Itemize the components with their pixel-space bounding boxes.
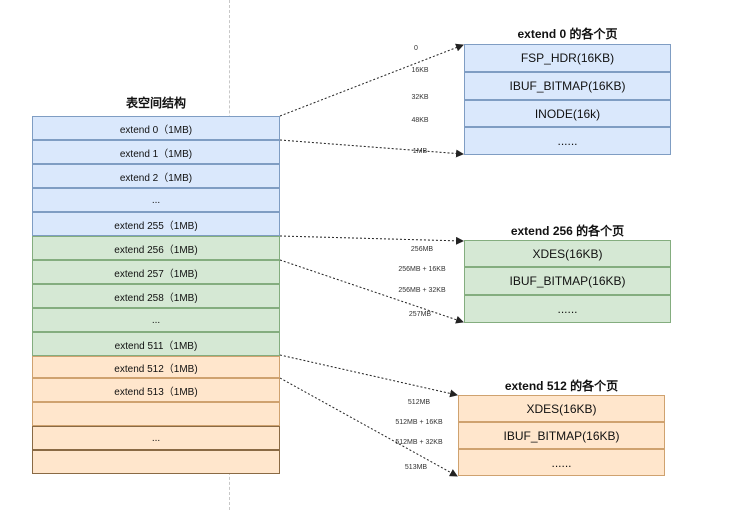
arrow-extent0-start <box>279 43 464 117</box>
page-block: FSP_HDR(16KB) <box>464 44 671 72</box>
offset-label: 513MB <box>404 464 428 471</box>
extent-row: extend 513（1MB) <box>32 378 280 402</box>
offset-label: 16KB <box>411 67 429 74</box>
extent-row: extend 258（1MB) <box>32 284 280 308</box>
extent-row <box>32 450 280 474</box>
page-block: IBUF_BITMAP(16KB) <box>464 267 671 295</box>
offset-label: 48KB <box>411 117 429 124</box>
group-title-extent-512: extend 512 的各个页 <box>504 379 619 393</box>
offset-label: 512MB <box>407 399 431 406</box>
extent-row: ... <box>32 426 280 450</box>
group-title-extent-256: extend 256 的各个页 <box>510 224 625 238</box>
offset-label: 256MB + 32KB <box>398 287 446 294</box>
extent-row: extend 2（1MB) <box>32 164 280 188</box>
offset-label: 512MB + 16KB <box>395 419 443 426</box>
page-block: ...... <box>464 127 671 155</box>
arrow-extent256-end <box>279 259 464 324</box>
offset-label: 256MB + 16KB <box>398 266 446 273</box>
extent-row: extend 255（1MB) <box>32 212 280 236</box>
page-block: INODE(16k) <box>464 100 671 127</box>
extent-row: extend 0（1MB) <box>32 116 280 140</box>
extent-row: ... <box>32 188 280 212</box>
page-block: IBUF_BITMAP(16KB) <box>464 72 671 100</box>
arrow-extent0-end <box>279 139 464 158</box>
page-block: ...... <box>464 295 671 323</box>
page-block: XDES(16KB) <box>464 240 671 267</box>
page-block: XDES(16KB) <box>458 395 665 422</box>
page-block: IBUF_BITMAP(16KB) <box>458 422 665 449</box>
extent-row: extend 257（1MB) <box>32 260 280 284</box>
offset-label: 1MB <box>412 148 428 155</box>
page-block: ...... <box>458 449 665 476</box>
group-title-extent-0: extend 0 的各个页 <box>517 27 618 41</box>
extent-row: extend 512（1MB) <box>32 356 280 378</box>
offset-label: 256MB <box>410 246 434 253</box>
arrow-extent256-start <box>279 235 464 245</box>
arrow-extent512-start <box>279 354 458 398</box>
extent-row: extend 1（1MB) <box>32 140 280 164</box>
arrow-extent512-end <box>279 377 458 477</box>
extent-row: ... <box>32 308 280 332</box>
extent-row: extend 511（1MB) <box>32 332 280 356</box>
extent-row: extend 256（1MB) <box>32 236 280 260</box>
extent-row <box>32 402 280 426</box>
offset-label: 512MB + 32KB <box>395 439 443 446</box>
offset-label: 32KB <box>411 94 429 101</box>
offset-label: 0 <box>414 45 418 52</box>
offset-label: 257MB <box>408 311 432 318</box>
tablespace-title: 表空间结构 <box>125 96 186 110</box>
